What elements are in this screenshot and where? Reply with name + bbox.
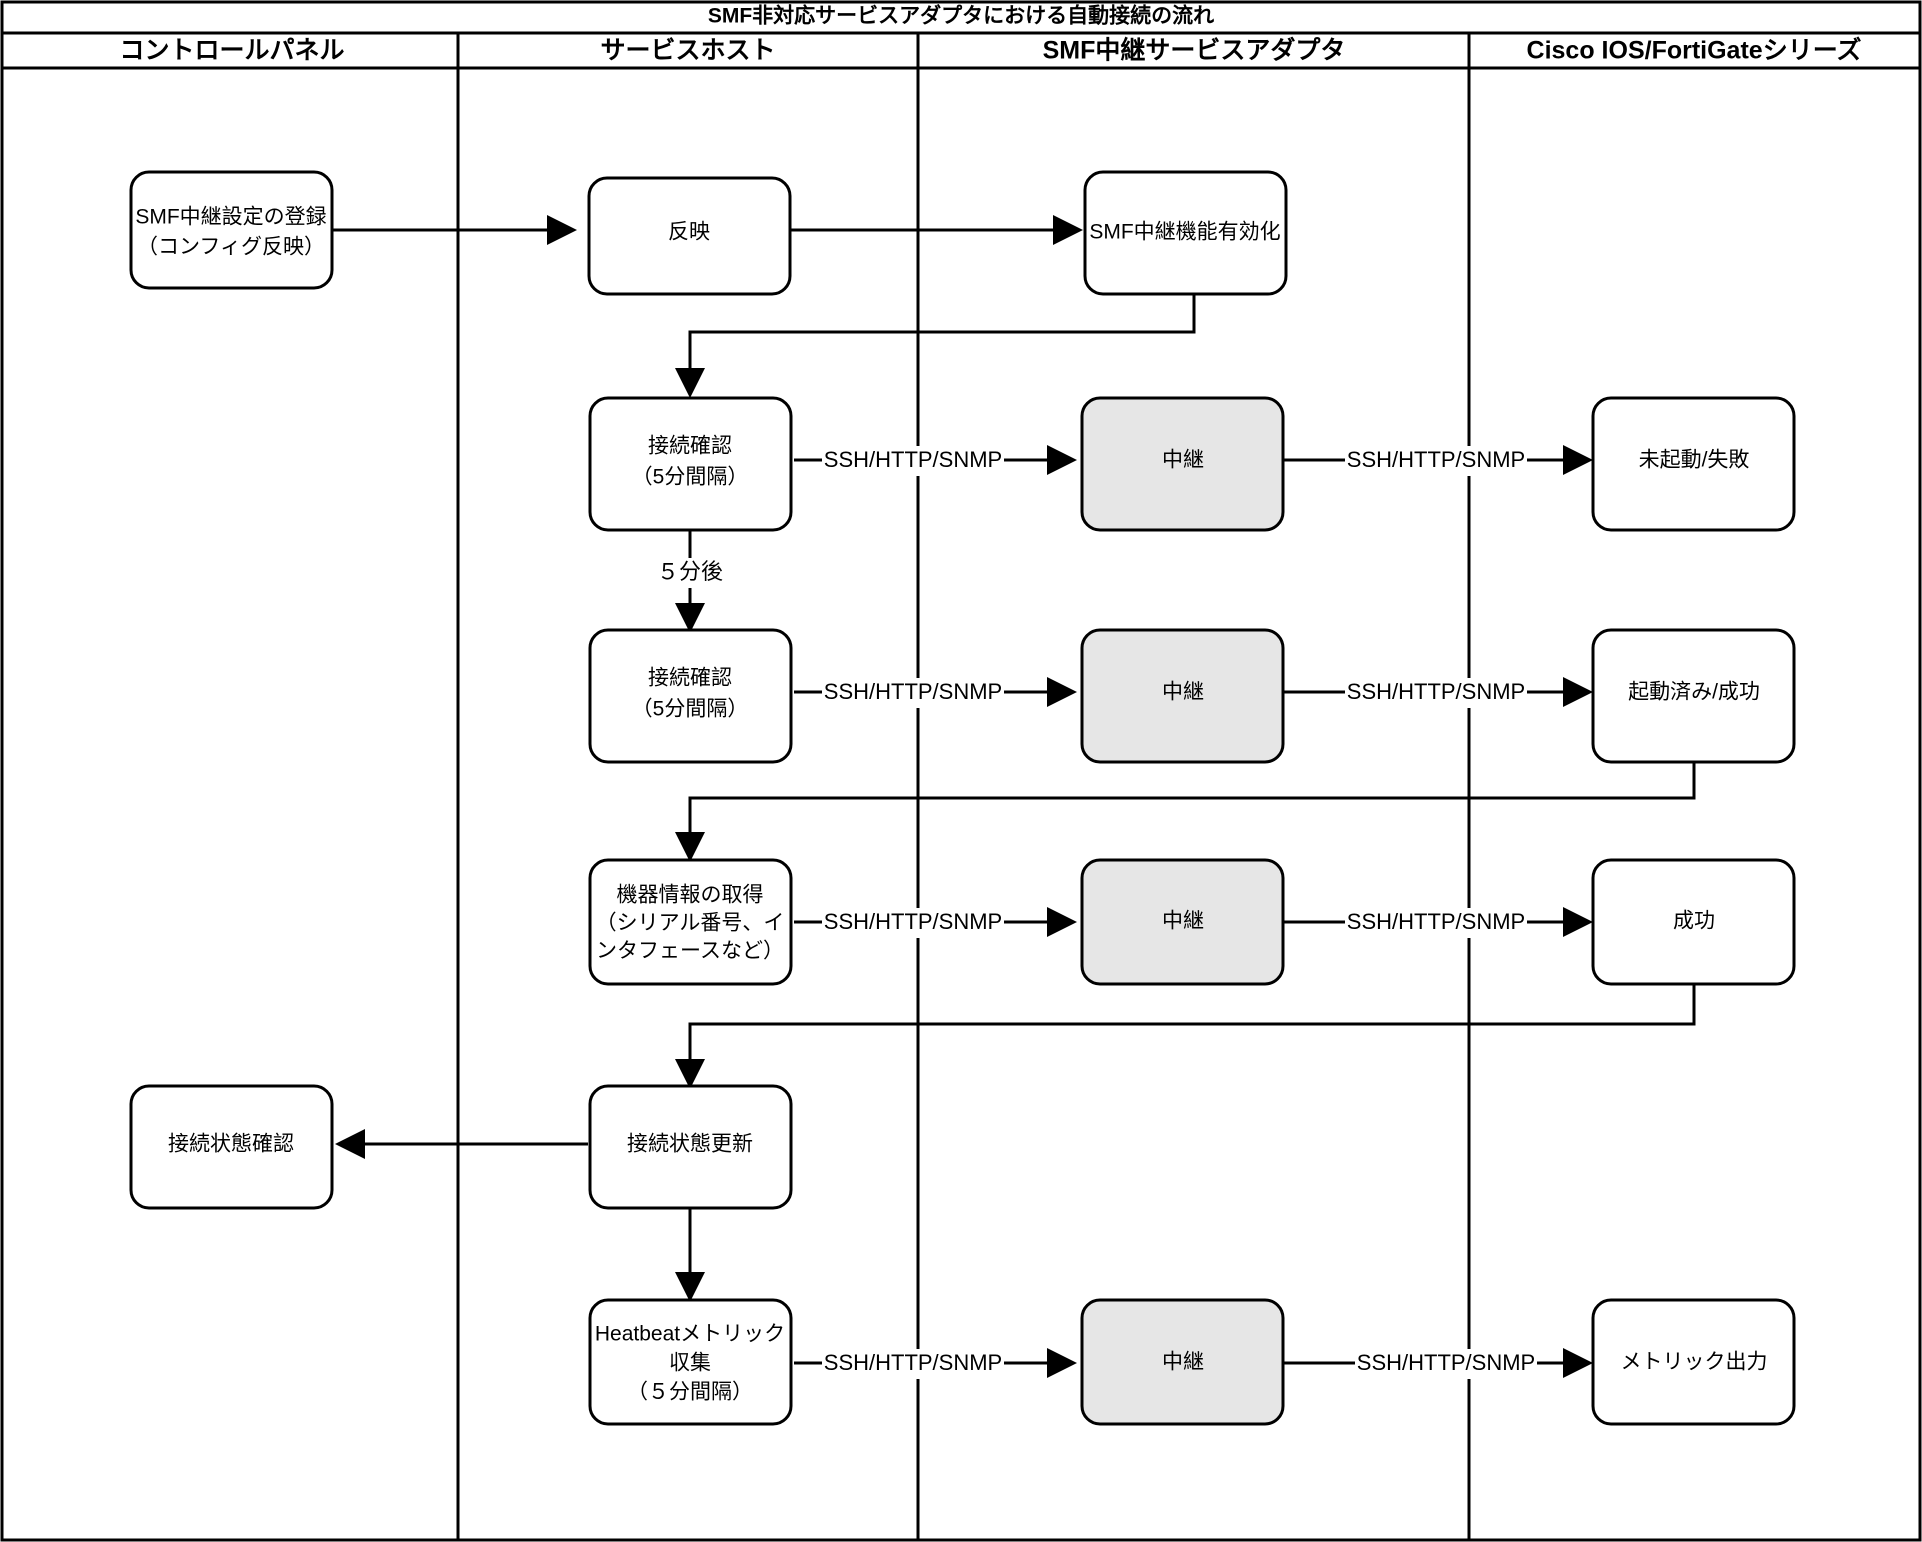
edge-labels: SSH/HTTP/SNMP SSH/HTTP/SNMP ５分後 SSH/HTTP…	[643, 446, 1537, 1379]
node-relay2-line-0: 中継	[1162, 681, 1204, 704]
lane-header-smf-relay: SMF中継サービスアダプタ	[1043, 36, 1346, 65]
lane-header-device: Cisco IOS/FortiGateシリーズ	[1527, 36, 1862, 65]
lane-header-control-panel: コントロールパネル	[119, 37, 344, 65]
node-relay1-box[interactable]	[1080, 396, 1285, 532]
node-relay1-line-0: 中継	[1162, 449, 1204, 472]
node-devinfo-line-2: ンタフェースなど）	[596, 940, 784, 963]
edge-label-relay1-fail: SSH/HTTP/SNMP	[1347, 447, 1525, 472]
edge-label-devinfo-relay3: SSH/HTTP/SNMP	[824, 909, 1002, 934]
node-enable-line-0: SMF中継機能有効化	[1089, 221, 1280, 244]
node-relay4-box[interactable]	[1080, 1298, 1285, 1426]
edge-label-relay3-success: SSH/HTTP/SNMP	[1347, 909, 1525, 934]
node-check1-line-0: 接続確認	[648, 435, 732, 458]
node-relay1[interactable]: 中継	[1080, 396, 1285, 532]
node-fail-box[interactable]	[1591, 396, 1796, 532]
node-relay3-box[interactable]	[1080, 858, 1285, 986]
node-devinfo[interactable]: 機器情報の取得 （シリアル番号、イ ンタフェースなど）	[588, 858, 793, 986]
node-register[interactable]: SMF中継設定の登録 （コンフィグ反映）	[129, 170, 334, 290]
node-heartbeat-line-0: Heatbeatメトリック	[595, 1323, 785, 1346]
node-relay3-line-0: 中継	[1162, 910, 1204, 933]
node-success-line-0: 成功	[1673, 910, 1715, 933]
node-statuscheck-box[interactable]	[129, 1084, 334, 1210]
node-devinfo-line-0: 機器情報の取得	[617, 884, 764, 907]
node-statusupdate[interactable]: 接続状態更新	[588, 1084, 793, 1210]
node-metric-line-0: メトリック出力	[1621, 1351, 1768, 1374]
diagram-title: SMF非対応サービスアダプタにおける自動接続の流れ	[708, 4, 1214, 28]
node-relay2[interactable]: 中継	[1080, 628, 1285, 764]
node-enable-box[interactable]	[1083, 170, 1288, 296]
node-statuscheck[interactable]: 接続状態確認	[129, 1084, 334, 1210]
edge-label-check2-relay2: SSH/HTTP/SNMP	[824, 679, 1002, 704]
node-success-boot[interactable]: 起動済み/成功	[1591, 628, 1796, 764]
edge-label-relay2-successboot: SSH/HTTP/SNMP	[1347, 679, 1525, 704]
node-success[interactable]: 成功	[1591, 858, 1796, 986]
node-relay4-line-0: 中継	[1162, 1351, 1204, 1374]
node-metric-box[interactable]	[1591, 1298, 1796, 1426]
edge-label-heartbeat-relay4: SSH/HTTP/SNMP	[824, 1350, 1002, 1375]
edge-successboot-to-devinfo	[675, 757, 1696, 862]
node-heartbeat-line-1: 収集	[669, 1352, 711, 1375]
node-register-line-0: SMF中継設定の登録	[135, 206, 326, 229]
edge-label-relay4-metric: SSH/HTTP/SNMP	[1357, 1350, 1535, 1375]
node-success-boot-box[interactable]	[1591, 628, 1796, 764]
node-check1-box[interactable]	[588, 396, 793, 532]
node-apply-box[interactable]	[587, 176, 792, 296]
node-relay3[interactable]: 中継	[1080, 858, 1285, 986]
node-success-boot-line-0: 起動済み/成功	[1628, 681, 1760, 704]
node-fail-line-0: 未起動/失敗	[1639, 449, 1750, 472]
node-register-line-1: （コンフィグ反映）	[137, 236, 325, 259]
node-fail[interactable]: 未起動/失敗	[1591, 396, 1796, 532]
connectors	[332, 215, 1696, 1378]
node-check1[interactable]: 接続確認 （5分間隔）	[588, 396, 793, 532]
edge-success-to-statusupdate	[675, 984, 1696, 1089]
node-success-box[interactable]	[1591, 858, 1796, 986]
node-check2-line-1: （5分間隔）	[632, 698, 749, 721]
node-statusupdate-box[interactable]	[588, 1084, 793, 1210]
node-enable[interactable]: SMF中継機能有効化	[1083, 170, 1288, 296]
node-statuscheck-line-0: 接続状態確認	[168, 1133, 294, 1156]
node-heartbeat[interactable]: Heatbeatメトリック 収集 （５分間隔）	[588, 1298, 793, 1426]
node-check2-line-0: 接続確認	[648, 667, 732, 690]
node-heartbeat-line-2: （５分間隔）	[627, 1381, 753, 1404]
node-devinfo-line-1: （シリアル番号、イ	[596, 912, 785, 935]
node-register-box[interactable]	[129, 170, 334, 290]
node-statusupdate-line-0: 接続状態更新	[627, 1133, 753, 1156]
lane-header-service-host: サービスホスト	[600, 37, 775, 65]
node-heartbeat-box[interactable]	[588, 1298, 793, 1426]
node-apply-line-0: 反映	[668, 221, 710, 244]
node-apply[interactable]: 反映	[587, 176, 792, 296]
node-metric[interactable]: メトリック出力	[1591, 1298, 1796, 1426]
node-relay2-box[interactable]	[1080, 628, 1285, 764]
node-relay4[interactable]: 中継	[1080, 1298, 1285, 1426]
node-devinfo-box[interactable]	[588, 858, 793, 986]
edge-label-check1-relay1: SSH/HTTP/SNMP	[824, 447, 1002, 472]
node-check2[interactable]: 接続確認 （5分間隔）	[588, 628, 793, 764]
edge-label-5-minutes-later: ５分後	[657, 559, 723, 584]
edge-enable-to-check1	[675, 293, 1196, 398]
node-check2-box[interactable]	[588, 628, 793, 764]
node-check1-line-1: （5分間隔）	[632, 466, 749, 489]
lane-headers: コントロールパネル サービスホスト SMF中継サービスアダプタ Cisco IO…	[119, 33, 1861, 1540]
